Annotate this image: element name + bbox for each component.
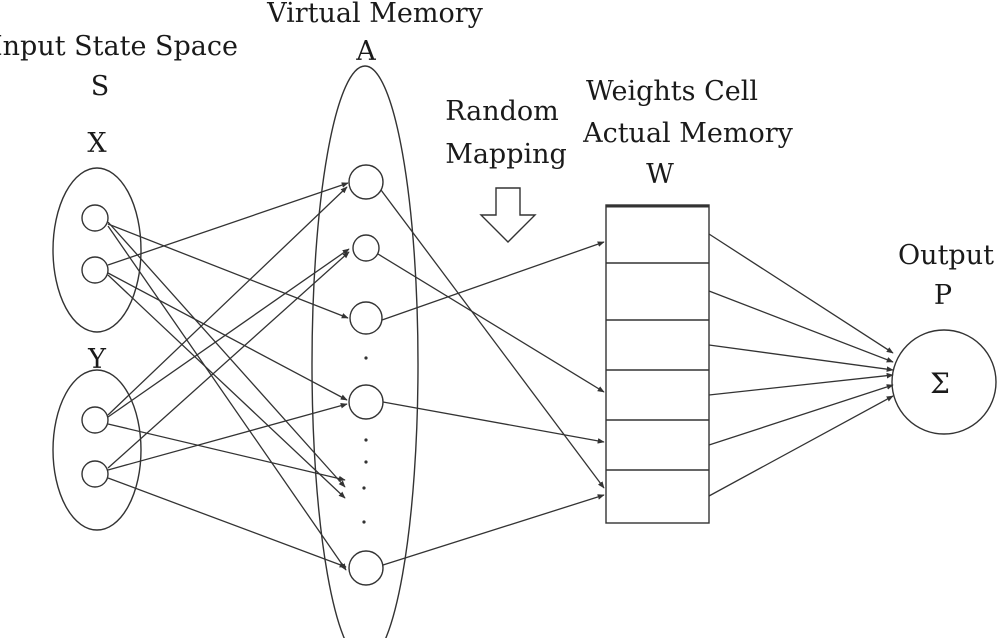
edge — [107, 186, 348, 416]
virtual-memory-ellipse — [311, 65, 419, 638]
edge — [107, 182, 349, 266]
group-x-label: X — [87, 128, 107, 159]
input-symbol-label: S — [91, 71, 110, 102]
weights-cell-label: Weights Cell — [586, 76, 758, 107]
virtual-node-1 — [348, 164, 384, 200]
actual-memory-label: Actual Memory — [582, 118, 794, 149]
edge — [107, 223, 349, 319]
ellipsis-dot — [362, 486, 366, 490]
edge — [708, 372, 894, 396]
input-node-x2 — [81, 256, 109, 284]
virtual-node-3 — [349, 301, 383, 335]
group-y-label: Y — [87, 344, 107, 375]
group-y-ellipse — [52, 369, 142, 531]
input-to-virtual-edges — [107, 182, 350, 571]
weights-symbol-label: W — [646, 159, 674, 190]
virtual-node-2 — [352, 234, 380, 262]
ellipsis-dot — [364, 460, 368, 464]
edge — [380, 189, 605, 489]
output-node — [891, 329, 997, 435]
input-node-y1 — [81, 406, 109, 434]
virtual-symbol-label: A — [355, 36, 376, 67]
virtual-to-weights-edges — [377, 189, 605, 566]
edge — [107, 221, 346, 488]
weights-table — [605, 204, 710, 524]
ellipsis-dot — [362, 520, 366, 524]
random-mapping-arrow-icon — [479, 187, 537, 243]
edge — [107, 272, 348, 401]
edge — [377, 253, 605, 393]
weights-to-output-edges — [708, 233, 894, 497]
edge — [107, 477, 347, 568]
input-node-y2 — [81, 460, 109, 488]
edge — [107, 248, 350, 418]
edge — [381, 241, 605, 321]
sigma-symbol: Σ — [930, 367, 950, 400]
mapping-label: Mapping — [445, 139, 567, 170]
virtual-memory-label: Virtual Memory — [266, 0, 484, 29]
edge — [708, 395, 894, 497]
input-node-x1 — [81, 204, 109, 232]
output-label: Output — [898, 240, 994, 271]
edge — [708, 384, 894, 446]
ellipsis-dot — [364, 356, 368, 360]
random-label: Random — [445, 96, 559, 127]
output-symbol-label: P — [934, 280, 952, 311]
edge — [708, 290, 894, 363]
virtual-node-4 — [348, 384, 384, 420]
edge — [107, 225, 347, 571]
edge — [382, 401, 605, 444]
edge — [708, 344, 894, 372]
edge — [107, 402, 348, 471]
input-space-label: Input State Space — [0, 31, 238, 62]
edge — [708, 233, 894, 354]
edge — [107, 251, 350, 469]
edge — [107, 423, 346, 482]
group-x-ellipse — [52, 167, 142, 333]
edge — [107, 274, 346, 499]
virtual-node-5 — [348, 550, 384, 586]
ellipsis-dot — [364, 438, 368, 442]
edge — [382, 494, 605, 566]
